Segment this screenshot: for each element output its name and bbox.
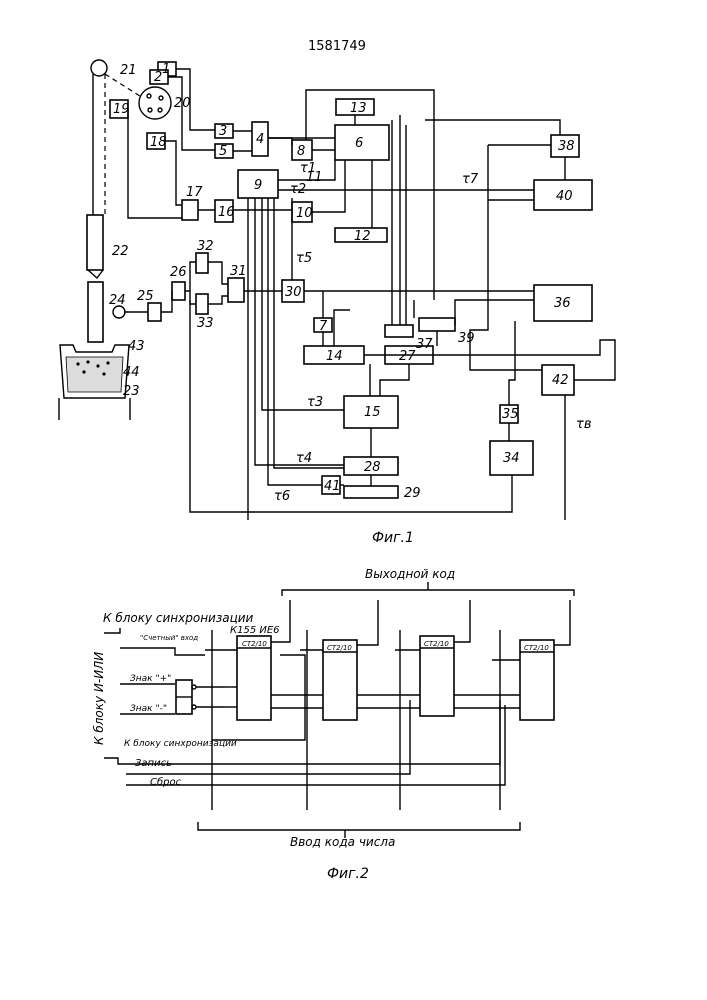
tau-6: τ6 [274, 489, 290, 504]
block-34-label: 34 [503, 451, 520, 466]
block-35-label: 35 [502, 407, 519, 422]
block-16-label: 16 [218, 205, 235, 220]
block-13-label: 13 [350, 101, 367, 116]
block-40-label: 40 [556, 189, 573, 204]
tau-5: τ5 [296, 251, 312, 266]
block-33-label: 33 [197, 316, 214, 331]
chip-label: К155 ИЕ6 [230, 625, 280, 636]
encoder-disk-20 [139, 87, 171, 119]
block-32-label: 32 [197, 239, 214, 254]
block-30-label: 30 [285, 285, 302, 300]
patent-number: 1581749 [308, 39, 366, 54]
block-7-label: 7 [319, 319, 328, 334]
block-19 [196, 253, 208, 273]
block-41-label: 41 [324, 479, 341, 494]
block-1-label: 1 [162, 62, 170, 77]
block-18 [172, 282, 185, 300]
tau-3: τ3 [307, 395, 323, 410]
block-17-label: 17 [186, 185, 203, 200]
tau-7: τ7 [462, 172, 479, 187]
or-block-label: К блоку И-ИЛИ [92, 652, 106, 745]
block-31-label: 31 [230, 264, 247, 279]
block-5-label: 5 [219, 144, 227, 159]
block-17 [148, 303, 161, 321]
block-35 [419, 318, 455, 331]
block-37-label: 37 [416, 337, 433, 352]
counter-2-type: СТ2/10 [327, 644, 352, 652]
block-29-label: 29 [404, 486, 421, 501]
block-15 [182, 200, 198, 220]
block-14-label: 14 [326, 349, 343, 364]
callout-23: 23 [123, 384, 140, 399]
block-38-label: 38 [558, 139, 575, 154]
callout-44: 44 [123, 365, 140, 380]
block-12-label: 12 [354, 229, 371, 244]
block-9-label: 9 [254, 178, 262, 193]
block-26 [228, 278, 244, 302]
sync-block-label: К блоку синхронизации [103, 611, 254, 625]
counter-3-type: СТ2/10 [424, 640, 449, 648]
tau-b: τв [576, 417, 592, 432]
output-brace [282, 590, 574, 596]
tau-1: τ1 [300, 161, 316, 176]
callout-21: 21 [120, 63, 137, 78]
count-input-label: "Счетный" вход [140, 634, 198, 642]
block-8-label: 8 [297, 144, 305, 159]
counter-4-type: СТ2/10 [524, 644, 549, 652]
block-32 [344, 486, 398, 498]
block-25 [196, 294, 208, 314]
callout-24: 24 [109, 293, 126, 308]
fig2-caption: Фиг.2 [327, 866, 369, 882]
tau-2: τ2 [290, 182, 306, 197]
input-code-label: Ввод кода числа [290, 835, 395, 849]
block-2-label: 2 [154, 70, 162, 85]
block-42-label: 42 [552, 373, 569, 388]
counter-1-type: СТ2/10 [242, 640, 267, 648]
block-19-label: 19 [113, 102, 130, 117]
sign-minus-label: Знак "-" [130, 704, 167, 714]
pulley-21 [91, 60, 107, 76]
block-28-label: 28 [364, 460, 381, 475]
block-15-label: 15 [364, 405, 381, 420]
block-4-label: 4 [256, 132, 264, 147]
block-39-label: 39 [458, 331, 475, 346]
block-6-label: 6 [355, 136, 363, 151]
input-brace [198, 822, 520, 830]
output-code-label: Выходной код [365, 567, 455, 581]
reset-label: Сброс [150, 776, 182, 788]
block-3-label: 3 [219, 124, 227, 139]
block-36-label: 36 [554, 296, 571, 311]
figure-2: Выходной код К блоку синхронизации "Счет… [92, 567, 574, 882]
melt-44 [66, 357, 123, 392]
callout-22: 22 [112, 244, 129, 259]
tau-4: τ4 [296, 451, 312, 466]
fig1-caption: Фиг.1 [372, 530, 414, 546]
probe-rod-22 [87, 215, 103, 270]
block-18-label: 18 [150, 135, 167, 150]
callout-43: 43 [128, 339, 145, 354]
figure-1: 21 20 22 24 43 44 23 [59, 60, 615, 546]
block-26-label: 26 [170, 265, 187, 280]
block-27-label: 27 [399, 349, 416, 364]
sign-plus-label: Знак "+" [130, 674, 171, 684]
block-34 [385, 325, 413, 337]
block-10-label: 10 [296, 206, 313, 221]
block-25-label: 25 [137, 289, 154, 304]
